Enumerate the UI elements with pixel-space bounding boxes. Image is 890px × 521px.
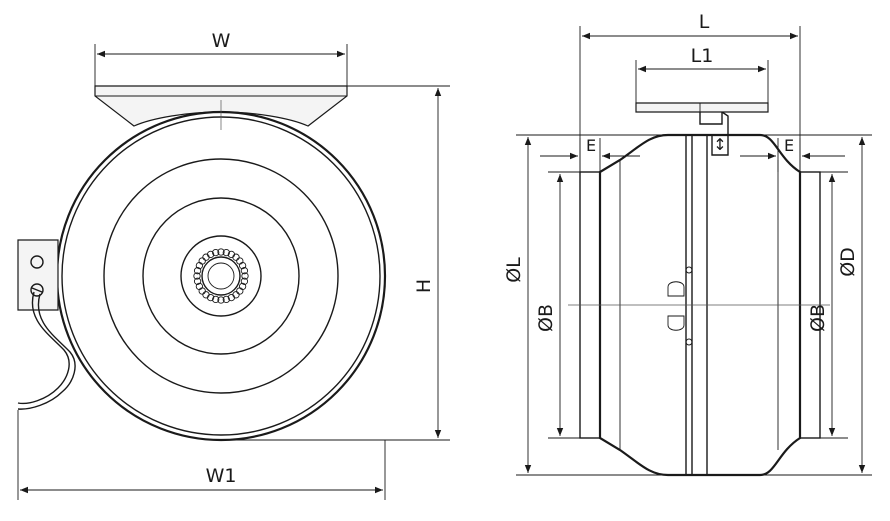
dimension-e-left: E <box>540 136 640 172</box>
dimension-l1: L1 <box>635 45 769 103</box>
dimension-db-right-label: ØB <box>807 304 829 332</box>
housing-outer-ring <box>55 110 387 442</box>
dimension-db-left: ØB <box>535 171 580 439</box>
dimension-l: L <box>579 11 801 172</box>
dimension-dd-label: ØD <box>837 247 859 277</box>
dimension-dl: ØL <box>503 134 668 476</box>
dimension-l1-label: L1 <box>691 45 714 67</box>
motor-ring <box>142 197 300 355</box>
dimension-db-right: ØB <box>807 171 848 439</box>
dimension-w1: W1 <box>17 410 386 500</box>
side-view: ↕ L L1 <box>503 11 872 477</box>
dimension-dl-label: ØL <box>503 257 525 283</box>
terminal-box <box>17 239 59 311</box>
housing-inner-ring <box>61 116 381 436</box>
dimension-w-label: W <box>212 30 231 52</box>
dimension-e-left-label: E <box>586 136 596 155</box>
dimension-w1-label: W1 <box>206 465 237 487</box>
hub-gear-icon <box>193 248 249 304</box>
dimension-dd: ØD <box>760 134 872 476</box>
dimension-l-label: L <box>699 11 710 33</box>
hub-outer <box>180 235 262 317</box>
front-view: W W1 H <box>17 30 450 500</box>
rotation-mark-icon: ↕ <box>713 135 726 154</box>
dimension-h-label: H <box>413 279 435 293</box>
power-cable <box>17 291 70 405</box>
dimension-h: H <box>221 85 450 441</box>
mounting-plate <box>635 102 769 113</box>
dimension-db-left-label: ØB <box>535 304 557 332</box>
dimension-e-right-label: E <box>784 136 794 155</box>
impeller-ring <box>103 158 339 394</box>
dimension-e-right: E <box>740 136 845 172</box>
dimension-w: W <box>94 30 348 86</box>
